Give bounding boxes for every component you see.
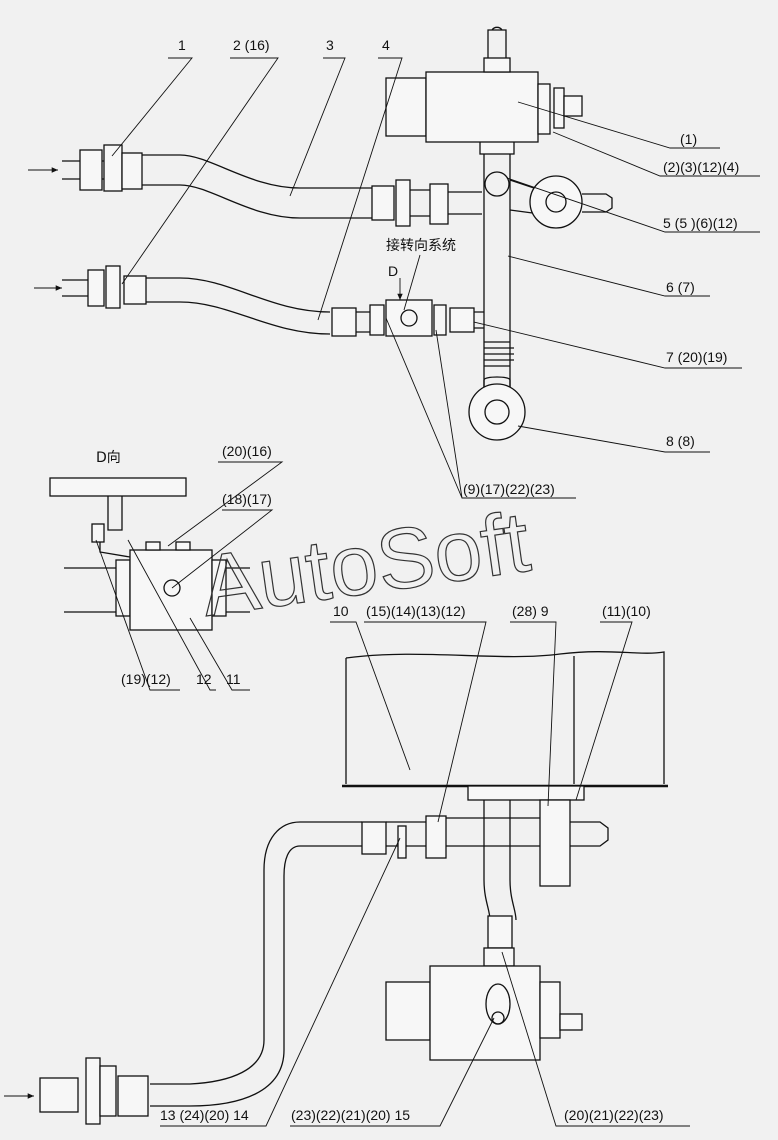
top-assembly — [28, 26, 613, 441]
label-b2: (15)(14)(13)(12) — [366, 603, 466, 619]
label-d-view: D向 — [96, 450, 121, 466]
label-bb1: 13 (24)(20) 14 — [160, 1107, 249, 1123]
label-r5: 7 (20)(19) — [666, 349, 727, 365]
bottom-assembly — [4, 621, 690, 1127]
label-1: 1 — [178, 37, 186, 53]
leaders-top — [111, 57, 760, 499]
label-d4: 12 — [196, 671, 212, 687]
label-b4: (11)(10) — [602, 603, 651, 619]
label-r3: 5 (5 )(6)(12) — [663, 215, 738, 231]
label-mid: (9)(17)(22)(23) — [463, 481, 555, 497]
label-bb3: (20)(21)(22)(23) — [564, 1107, 664, 1123]
label-r4: 6 (7) — [666, 279, 695, 295]
label-d5: 11 — [226, 671, 241, 687]
labels: 1 2 (16) 3 4 (1) (2)(3)(12)(4) 5 (5 )(6)… — [96, 37, 739, 1123]
label-r2: (2)(3)(12)(4) — [663, 159, 739, 175]
label-d2: (18)(17) — [222, 491, 272, 507]
label-2-16: 2 (16) — [233, 37, 270, 53]
label-b1: 10 — [333, 603, 349, 619]
label-bb2: (23)(22)(21)(20) 15 — [291, 1107, 410, 1123]
label-d: D — [388, 263, 398, 279]
label-3: 3 — [326, 37, 334, 53]
d-view-assembly — [49, 461, 284, 691]
label-d3: (19)(12) — [121, 671, 171, 687]
label-r6: 8 (8) — [666, 433, 695, 449]
label-steering: 接转向系统 — [386, 237, 456, 254]
label-r1: (1) — [680, 131, 697, 147]
label-4: 4 — [382, 37, 390, 53]
label-b3: (28) 9 — [512, 603, 549, 619]
label-d1: (20)(16) — [222, 443, 272, 459]
